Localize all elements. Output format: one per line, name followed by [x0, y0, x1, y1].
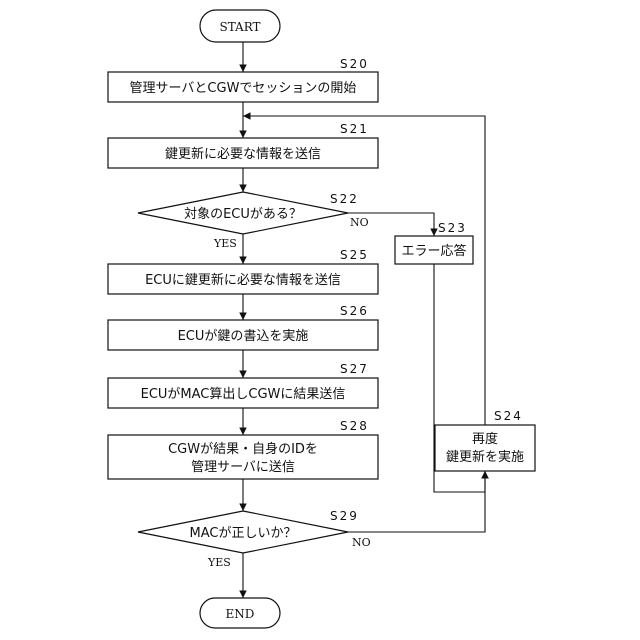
process-s27-text: ECUがMAC算出しCGWに結果送信	[141, 387, 346, 402]
step-id-s29: S29	[330, 509, 359, 523]
process-s21: 鍵更新に必要な情報を送信	[108, 138, 378, 168]
process-s24: 再度 鍵更新を実施	[435, 425, 535, 471]
process-s28-text-line1: CGWが結果・自身のIDを	[168, 441, 318, 457]
process-s21-text: 鍵更新に必要な情報を送信	[165, 146, 321, 162]
process-s23: エラー応答	[395, 236, 473, 264]
process-s20-text: 管理サーバとCGWでセッションの開始	[130, 81, 357, 96]
decision-s29: MACが正しいか？	[138, 511, 348, 553]
process-s26-text: ECUが鍵の書込を実施	[178, 328, 309, 344]
process-s20: 管理サーバとCGWでセッションの開始	[108, 72, 378, 102]
no-label-s29: NO	[352, 536, 371, 549]
process-s25: ECUに鍵更新に必要な情報を送信	[108, 264, 378, 294]
decision-s22: 対象のECUがある？	[138, 192, 348, 234]
yes-label-s29: YES	[207, 556, 231, 569]
end-terminal: END	[200, 598, 280, 628]
start-label: START	[219, 20, 260, 34]
step-id-s27: S27	[340, 362, 369, 376]
step-id-s21: S21	[340, 122, 369, 136]
decision-s22-text: 対象のECUがある？	[184, 207, 302, 222]
start-terminal: START	[200, 10, 280, 42]
step-id-s28: S28	[340, 419, 369, 433]
process-s25-text: ECUに鍵更新に必要な情報を送信	[145, 272, 341, 288]
end-label: END	[226, 607, 255, 621]
no-label-s22: NO	[350, 216, 369, 229]
process-s24-text-line2: 鍵更新を実施	[446, 449, 524, 465]
arrow-s29-no-to-s24	[348, 471, 485, 532]
process-s26: ECUが鍵の書込を実施	[108, 320, 378, 350]
step-id-s25: S25	[340, 248, 369, 262]
process-s24-text-line1: 再度	[472, 431, 498, 447]
step-id-s22: S22	[330, 192, 359, 206]
decision-s29-text: MACが正しいか？	[190, 526, 297, 541]
step-id-s26: S26	[340, 304, 369, 318]
step-id-s24: S24	[494, 409, 523, 423]
step-id-s23: S23	[438, 221, 467, 235]
process-s28: CGWが結果・自身のIDを 管理サーバに送信	[108, 435, 378, 479]
process-s23-text: エラー応答	[401, 243, 466, 259]
yes-label-s22: YES	[213, 237, 237, 250]
process-s28-text-line2: 管理サーバに送信	[191, 460, 295, 475]
step-id-s20: S20	[340, 57, 369, 71]
process-s27: ECUがMAC算出しCGWに結果送信	[108, 378, 378, 408]
